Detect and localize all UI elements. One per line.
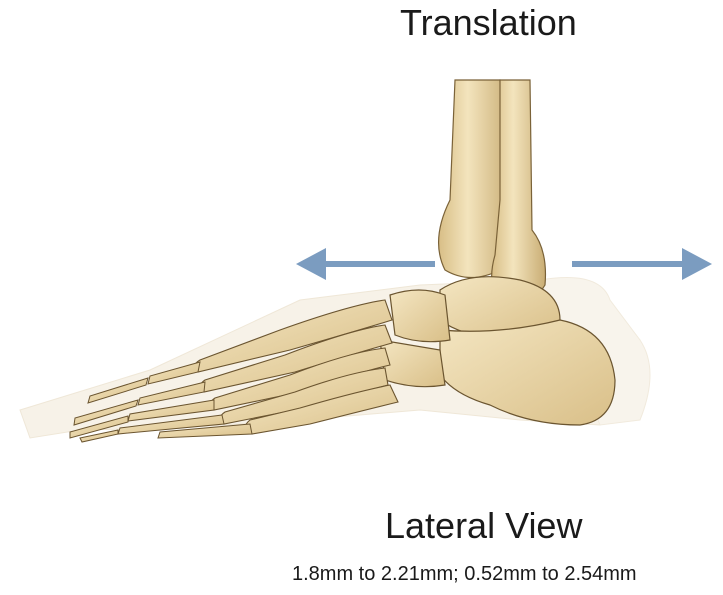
left-translation-arrow [296, 248, 435, 280]
measurement-range: 1.8mm to 2.21mm; 0.52mm to 2.54mm [292, 563, 637, 586]
leg-bones [439, 80, 546, 306]
view-label: Lateral View [385, 505, 685, 547]
navicular [390, 290, 450, 342]
fibula [492, 80, 546, 306]
right-translation-arrow [572, 248, 712, 280]
diagram-title: Translation [400, 2, 600, 44]
